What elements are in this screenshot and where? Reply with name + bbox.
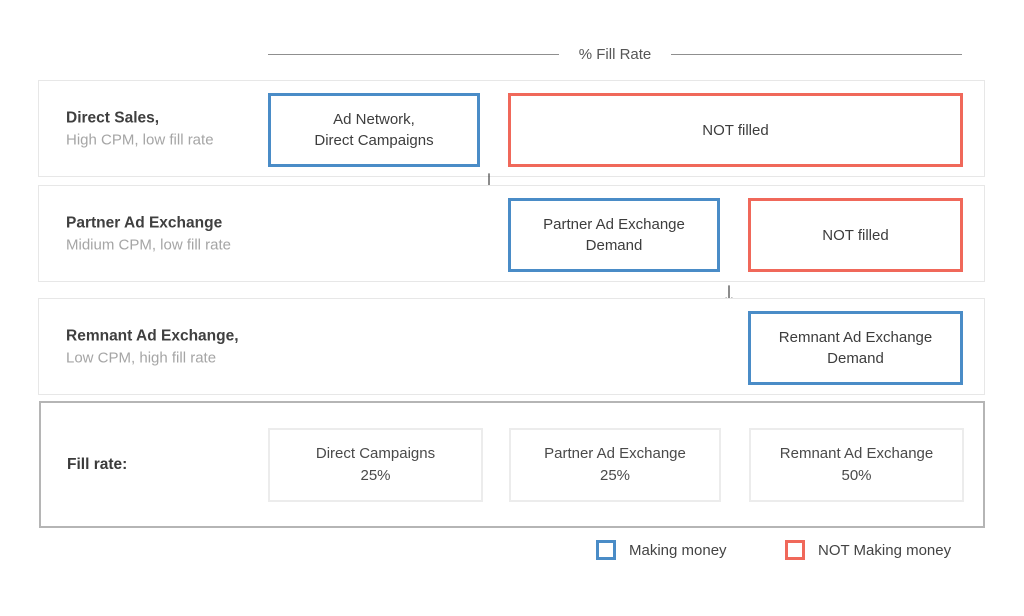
summary-box-name: Remnant Ad Exchange (779, 445, 934, 462)
box-not-filled-row2: NOT filled (748, 198, 963, 272)
row-direct-sales-caption: Direct Sales, High CPM, low fill rate (66, 107, 214, 150)
row-subtitle: High CPM, low fill rate (66, 131, 214, 148)
summary-box-value: 25% (599, 467, 631, 484)
summary-box-remnant-ad-exchange: Remnant Ad Exchange 50% (749, 428, 964, 502)
row-title: Remnant Ad Exchange, (66, 327, 239, 344)
fill-rate-summary-label: Fill rate: (67, 455, 128, 473)
box-text: NOT filled (822, 226, 889, 244)
box-text-line1: Remnant Ad Exchange (778, 329, 933, 346)
row-title: Direct Sales, (66, 109, 160, 126)
box-remnant-ad-exchange-demand: Remnant Ad Exchange Demand (748, 311, 963, 385)
row-subtitle: Midium CPM, low fill rate (66, 236, 232, 253)
row-remnant-ad-exchange: Remnant Ad Exchange, Low CPM, high fill … (38, 298, 985, 395)
summary-box-value: 50% (841, 467, 872, 484)
box-text-line2: Direct Campaigns (314, 132, 434, 149)
summary-box-name: Partner Ad Exchange (544, 445, 686, 462)
summary-box-value: 25% (360, 467, 391, 484)
summary-box-partner-ad-exchange: Partner Ad Exchange 25% (509, 428, 721, 502)
legend-label: NOT Making money (818, 541, 952, 559)
row-subtitle: Low CPM, high fill rate (66, 349, 217, 366)
box-not-filled-row1: NOT filled (508, 93, 963, 167)
row-partner-ad-exchange: Partner Ad Exchange Midium CPM, low fill… (38, 185, 985, 282)
legend-not-making-money: NOT Making money (785, 540, 951, 560)
header-rule-left (268, 54, 559, 55)
box-ad-network-direct-campaigns: Ad Network, Direct Campaigns (268, 93, 480, 167)
box-text-line1: Partner Ad Exchange (543, 216, 685, 233)
box-text-line1: Ad Network, (333, 111, 415, 128)
box-text-line2: Demand (827, 350, 884, 367)
summary-box-name: Direct Campaigns (315, 445, 436, 462)
legend-label: Making money (629, 541, 727, 559)
box-text-line2: Demand (585, 237, 643, 254)
fill-rate-axis-label: % Fill Rate (578, 46, 652, 63)
row-direct-sales: Direct Sales, High CPM, low fill rate Ad… (38, 80, 985, 177)
box-partner-ad-exchange-demand: Partner Ad Exchange Demand (508, 198, 720, 272)
red-swatch-icon (785, 540, 805, 560)
fill-rate-axis-header: % Fill Rate (268, 46, 962, 63)
fill-rate-summary-panel: Fill rate: Direct Campaigns 25% Partner … (39, 401, 985, 528)
box-text: NOT filled (702, 121, 769, 139)
summary-box-direct-campaigns: Direct Campaigns 25% (268, 428, 483, 502)
row-title: Partner Ad Exchange (66, 214, 223, 231)
blue-swatch-icon (596, 540, 616, 560)
legend-making-money: Making money (596, 540, 727, 560)
header-rule-right (671, 54, 962, 55)
row-partner-ad-exchange-caption: Partner Ad Exchange Midium CPM, low fill… (66, 212, 231, 255)
row-remnant-ad-exchange-caption: Remnant Ad Exchange, Low CPM, high fill … (66, 325, 239, 368)
